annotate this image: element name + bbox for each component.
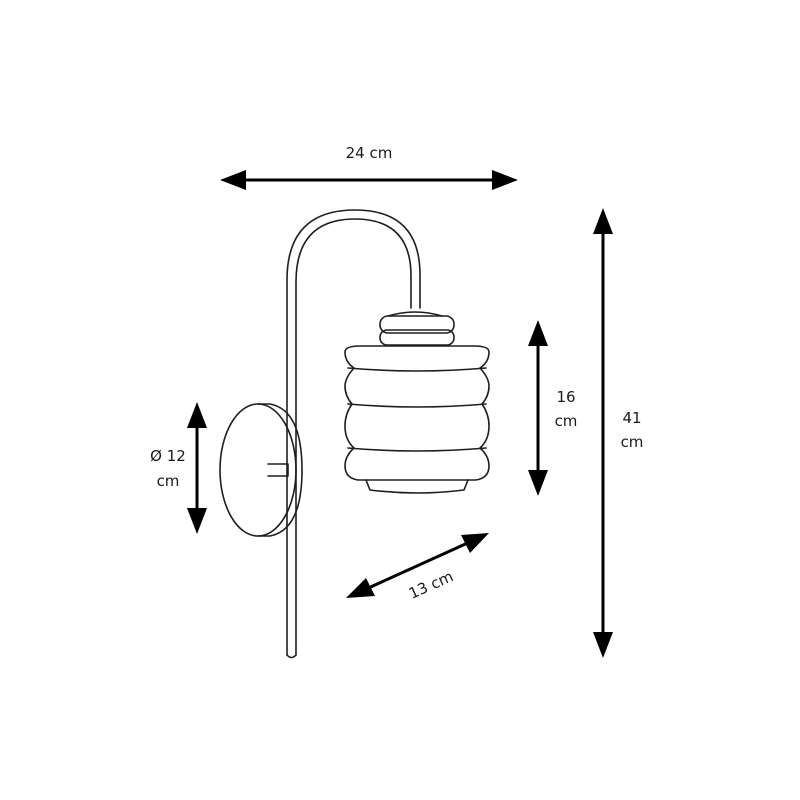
shade-height-arrow-top-head — [528, 320, 548, 346]
wall-lamp-illustration — [219, 209, 490, 659]
wall-mount-base — [219, 403, 303, 537]
base-diameter-arrow-top-head — [187, 402, 207, 428]
height-arrow-top-head — [593, 208, 613, 234]
width-arrow-left-head — [220, 170, 246, 190]
height-label-unit: cm — [621, 433, 644, 451]
depth-arrow-left-head — [346, 578, 375, 598]
shade-height-label-unit: cm — [555, 412, 578, 430]
width-arrow-right-head — [492, 170, 518, 190]
lamp-arm — [286, 209, 421, 659]
depth-arrow-right-head — [461, 533, 489, 553]
shade-height-label-value: 16 — [556, 388, 575, 406]
depth-label: 13 cm — [406, 567, 456, 602]
shade-height-dimension: 16 cm — [528, 320, 577, 496]
base-diameter-dimension: Ø 12 cm — [150, 402, 207, 534]
lamp-glass-shade — [344, 345, 490, 494]
depth-dimension: 13 cm — [346, 533, 489, 603]
depth-arrow-shaft — [363, 539, 473, 592]
base-diameter-arrow-bottom-head — [187, 508, 207, 534]
width-label: 24 cm — [346, 144, 393, 162]
height-arrow-bottom-head — [593, 632, 613, 658]
lamp-socket-cap — [379, 311, 455, 346]
base-diameter-label-value: Ø 12 — [150, 447, 186, 465]
shade-height-arrow-bottom-head — [528, 470, 548, 496]
height-label-value: 41 — [622, 409, 641, 427]
height-dimension: 41 cm — [593, 208, 643, 658]
base-diameter-label-unit: cm — [157, 472, 180, 490]
width-dimension: 24 cm — [220, 144, 518, 190]
